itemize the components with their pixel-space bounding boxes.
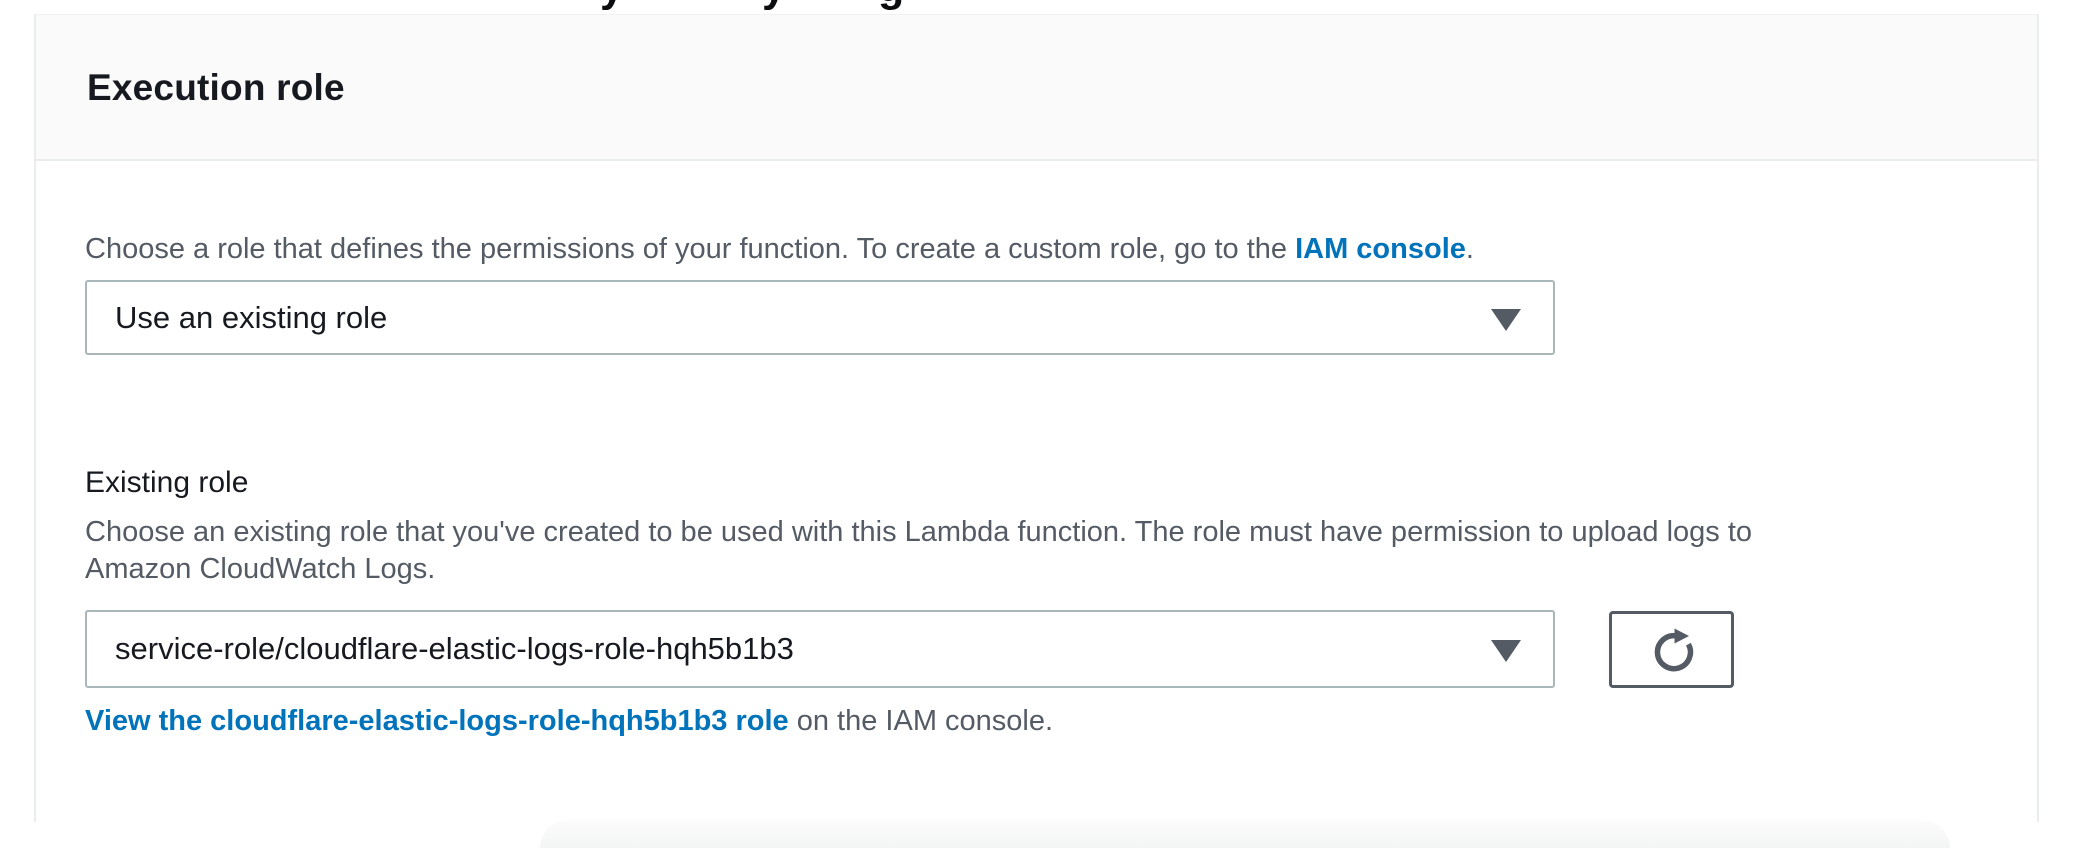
refresh-icon	[1654, 628, 1693, 671]
existing-role-description-line: Choose an existing role that you've crea…	[85, 516, 1753, 548]
bottom-sheet-edge	[540, 820, 1950, 848]
clipped-glyph: g	[878, 0, 904, 9]
iam-console-link[interactable]: IAM console	[1295, 233, 1466, 265]
role-source-select-value: Use an existing role	[115, 299, 388, 335]
existing-role-label: Existing role	[85, 466, 249, 499]
view-role-link[interactable]: View the cloudflare-elastic-logs-role-hq…	[85, 705, 789, 737]
section-title: Execution role	[87, 67, 345, 108]
existing-role-description: Choose an existing role that you've crea…	[85, 514, 2075, 588]
view-role-suffix: on the IAM console.	[788, 705, 1054, 737]
intro-text: Choose a role that defines the permissio…	[85, 230, 2045, 268]
existing-role-select-value: service-role/cloudflare-elastic-logs-rol…	[115, 631, 794, 666]
intro-text-after-link: .	[1465, 233, 1474, 265]
section-header: Execution role	[36, 15, 2037, 161]
dropdown-caret-icon	[1491, 640, 1521, 662]
intro-text-before-link: Choose a role that defines the permissio…	[85, 233, 1296, 265]
refresh-roles-button[interactable]	[1609, 611, 1734, 688]
role-source-select[interactable]: Use an existing role	[85, 280, 1555, 355]
execution-role-section: Execution role	[34, 14, 2039, 822]
dropdown-caret-icon	[1491, 308, 1521, 331]
view-role-line: View the cloudflare-elastic-logs-role-hq…	[85, 705, 1053, 738]
clipped-heading-fragments: y y g	[0, 0, 2088, 14]
existing-role-select[interactable]: service-role/cloudflare-elastic-logs-rol…	[85, 610, 1555, 688]
clipped-glyph: y	[600, 0, 624, 9]
existing-role-description-line: Amazon CloudWatch Logs.	[85, 553, 436, 585]
clipped-glyph: y	[762, 0, 786, 9]
